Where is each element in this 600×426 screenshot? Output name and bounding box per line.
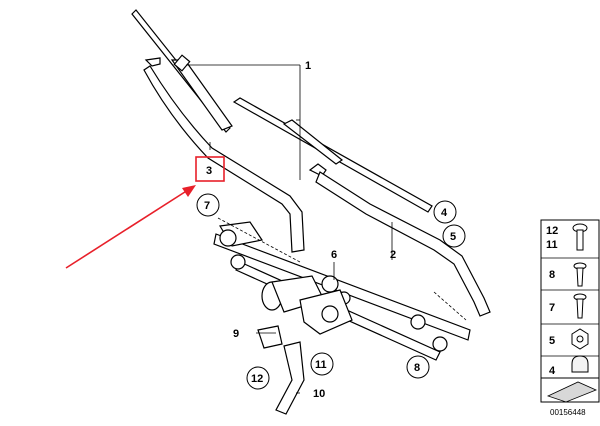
callout-circle-4 (433, 200, 457, 224)
callout-circle-8 (406, 355, 430, 379)
red-pointer-arrow (65, 185, 196, 269)
callout-8: 8 (414, 362, 420, 374)
callout-circle-5 (442, 224, 466, 248)
callout-7: 7 (204, 200, 210, 212)
wiper-arm-left (143, 57, 305, 253)
bracket (257, 325, 305, 415)
screw-12-icon (572, 223, 588, 251)
legend-12: 12 (546, 225, 558, 237)
legend-11: 11 (546, 239, 558, 251)
highlight-box (195, 156, 225, 182)
callout-circle-11 (310, 352, 334, 376)
callout-6: 6 (331, 249, 337, 261)
callout-circle-12 (246, 366, 270, 390)
callout-9: 9 (233, 328, 239, 340)
callout-10: 10 (313, 388, 325, 400)
legend-7: 7 (549, 302, 555, 314)
legend-5: 5 (549, 335, 555, 347)
rubber-cap-4-icon (571, 355, 589, 373)
screw-8-icon (573, 262, 587, 287)
wiper-blade-right (232, 97, 433, 213)
legend-panel: 12 11 8 7 5 4 (540, 219, 600, 417)
legend-8: 8 (549, 269, 555, 281)
screw-7-icon (573, 293, 587, 319)
callout-2: 2 (390, 249, 396, 261)
callout-1: 1 (305, 60, 311, 72)
callout-5: 5 (450, 231, 456, 243)
legend-4: 4 (549, 365, 556, 377)
corner-arrow-icon (546, 381, 598, 403)
guide-lines (217, 217, 467, 321)
nut-5-icon (571, 328, 589, 350)
callout-12: 12 (251, 373, 263, 385)
leader-lines (186, 64, 393, 394)
wiper-motor (261, 275, 353, 335)
callout-3: 3 (206, 165, 212, 177)
wiper-arm-right (308, 163, 491, 317)
callout-circle-7 (196, 193, 220, 217)
callout-11: 11 (315, 359, 327, 371)
callout-4: 4 (441, 207, 448, 219)
diagram-id: 00156448 (550, 408, 586, 417)
wiper-blade-left (131, 9, 233, 133)
